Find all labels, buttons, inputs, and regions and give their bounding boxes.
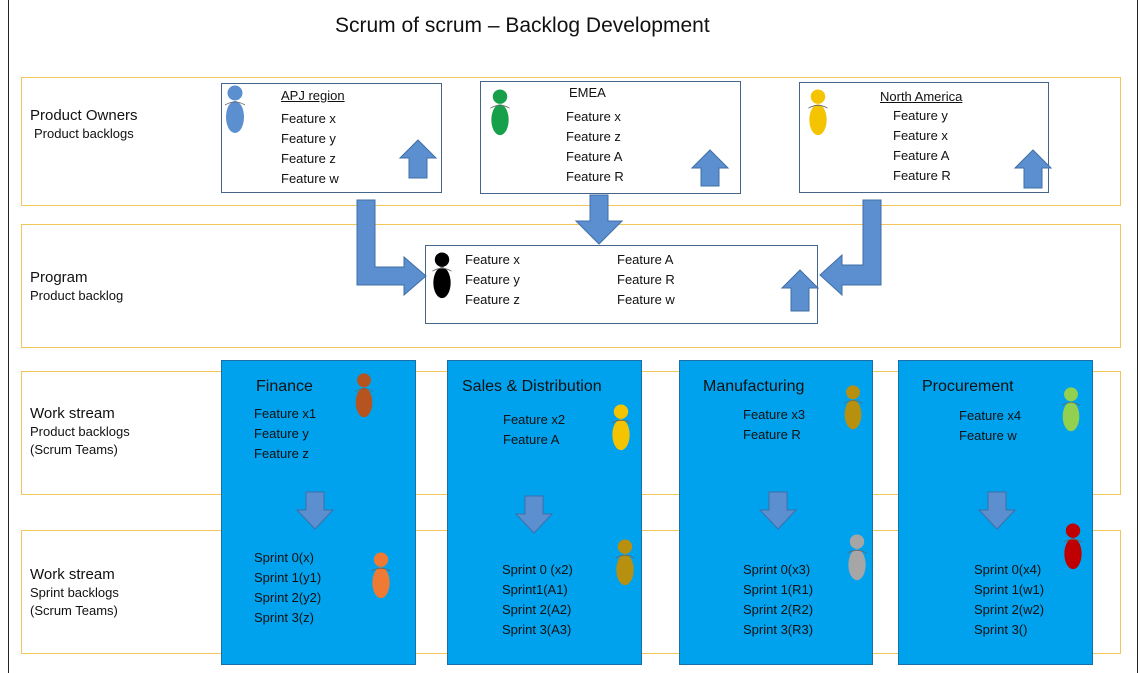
ws-features-manufacturing: Feature x3 Feature R [743,405,805,445]
feature-item: Feature R [893,168,951,183]
lane-subtitle: Product backlogs [30,424,130,439]
sprint-item: Sprint 1(w1) [974,582,1045,597]
ws-features-procurement: Feature x4 Feature w [959,406,1021,446]
sprint-item: Sprint 0(x4) [974,562,1042,577]
lane-subtitle: Product backlogs [34,126,134,141]
feature-item: Feature x1 [254,406,317,421]
ws-title-manufacturing: Manufacturing [703,378,805,395]
feature-item: Feature x [281,111,336,126]
feature-item: Feature y [254,426,309,441]
program-box [425,245,818,324]
lane-title: Product Owners [30,107,138,124]
feature-item: Feature A [893,148,950,163]
feature-item: Feature R [617,272,675,287]
lane-subtitle: (Scrum Teams) [30,442,118,457]
lane-label-work-stream-sprint: Work stream Sprint backlogs (Scrum Teams… [30,565,119,620]
lane-program [21,224,1121,348]
feature-item: Feature y [465,272,520,287]
feature-item: Feature z [465,292,520,307]
po-features-apj: Feature x Feature y Feature z Feature w [281,109,339,189]
ws-title-finance: Finance [256,378,313,395]
feature-item: Feature w [617,292,675,307]
sprint-item: Sprint 0(x) [254,550,314,565]
feature-item: Feature y [893,108,948,123]
lane-label-work-stream-product: Work stream Product backlogs (Scrum Team… [30,404,130,459]
po-box-north-america [799,82,1049,193]
po-title-emea: EMEA [569,85,606,100]
lane-subtitle: Sprint backlogs [30,585,119,600]
sprint-item: Sprint 1(y1) [254,570,322,585]
feature-item: Feature x [893,128,948,143]
sprint-item: Sprint 3(R3) [743,622,814,637]
lane-title: Work stream [30,405,115,422]
sprint-item: Sprint 2(w2) [974,602,1045,617]
feature-item: Feature R [566,169,624,184]
sprint-item: Sprint 2(A2) [502,602,572,617]
ws-features-sales-distribution: Feature x2 Feature A [503,410,565,450]
program-features-col2: Feature A Feature R Feature w [617,250,675,310]
ws-features-finance: Feature x1 Feature y Feature z [254,404,316,464]
feature-item: Feature R [743,427,801,442]
diagram-title: Scrum of scrum – Backlog Development [335,14,710,37]
sprint-item: Sprint 1(R1) [743,582,814,597]
ws-sprints-finance: Sprint 0(x) Sprint 1(y1) Sprint 2(y2) Sp… [254,548,321,628]
lane-subtitle: Product backlog [30,288,124,303]
po-features-north-america: Feature y Feature x Feature A Feature R [893,106,951,186]
lane-subtitle: (Scrum Teams) [30,603,118,618]
lane-label-program: Program Product backlog [30,268,123,305]
feature-item: Feature x [566,109,621,124]
program-features-col1: Feature x Feature y Feature z [465,250,520,310]
sprint-item: Sprint 3(A3) [502,622,572,637]
sprint-item: Sprint 0 (x2) [502,562,573,577]
feature-item: Feature x2 [503,412,566,427]
feature-item: Feature z [254,446,309,461]
sprint-item: Sprint 2(R2) [743,602,814,617]
feature-item: Feature z [281,151,336,166]
ws-title-procurement: Procurement [922,378,1014,395]
feature-item: Feature x [465,252,520,267]
lane-product-owners [21,77,1121,206]
lane-title: Work stream [30,566,115,583]
ws-sprints-procurement: Sprint 0(x4) Sprint 1(w1) Sprint 2(w2) S… [974,560,1044,640]
ws-sprints-manufacturing: Sprint 0(x3) Sprint 1(R1) Sprint 2(R2) S… [743,560,813,640]
feature-item: Feature y [281,131,336,146]
feature-item: Feature w [281,171,339,186]
feature-item: Feature w [959,428,1017,443]
feature-item: Feature A [503,432,560,447]
po-title-north-america: North America [880,89,963,104]
sprint-item: Sprint 3(z) [254,610,314,625]
feature-item: Feature x4 [959,408,1022,423]
lane-label-product-owners: Product Owners Product backlogs [30,106,138,143]
feature-item: Feature z [566,129,621,144]
feature-item: Feature A [617,252,674,267]
sprint-item: Sprint 0(x3) [743,562,811,577]
ws-sprints-sales-distribution: Sprint 0 (x2) Sprint1(A1) Sprint 2(A2) S… [502,560,573,640]
lane-title: Program [30,269,88,286]
po-features-emea: Feature x Feature z Feature A Feature R [566,107,624,187]
sprint-item: Sprint1(A1) [502,582,568,597]
feature-item: Feature x3 [743,407,806,422]
sprint-item: Sprint 2(y2) [254,590,322,605]
ws-title-sales-distribution: Sales & Distribution [462,378,602,395]
sprint-item: Sprint 3() [974,622,1028,637]
diagram-frame [8,0,1138,673]
feature-item: Feature A [566,149,623,164]
po-title-apj: APJ region [281,88,345,103]
